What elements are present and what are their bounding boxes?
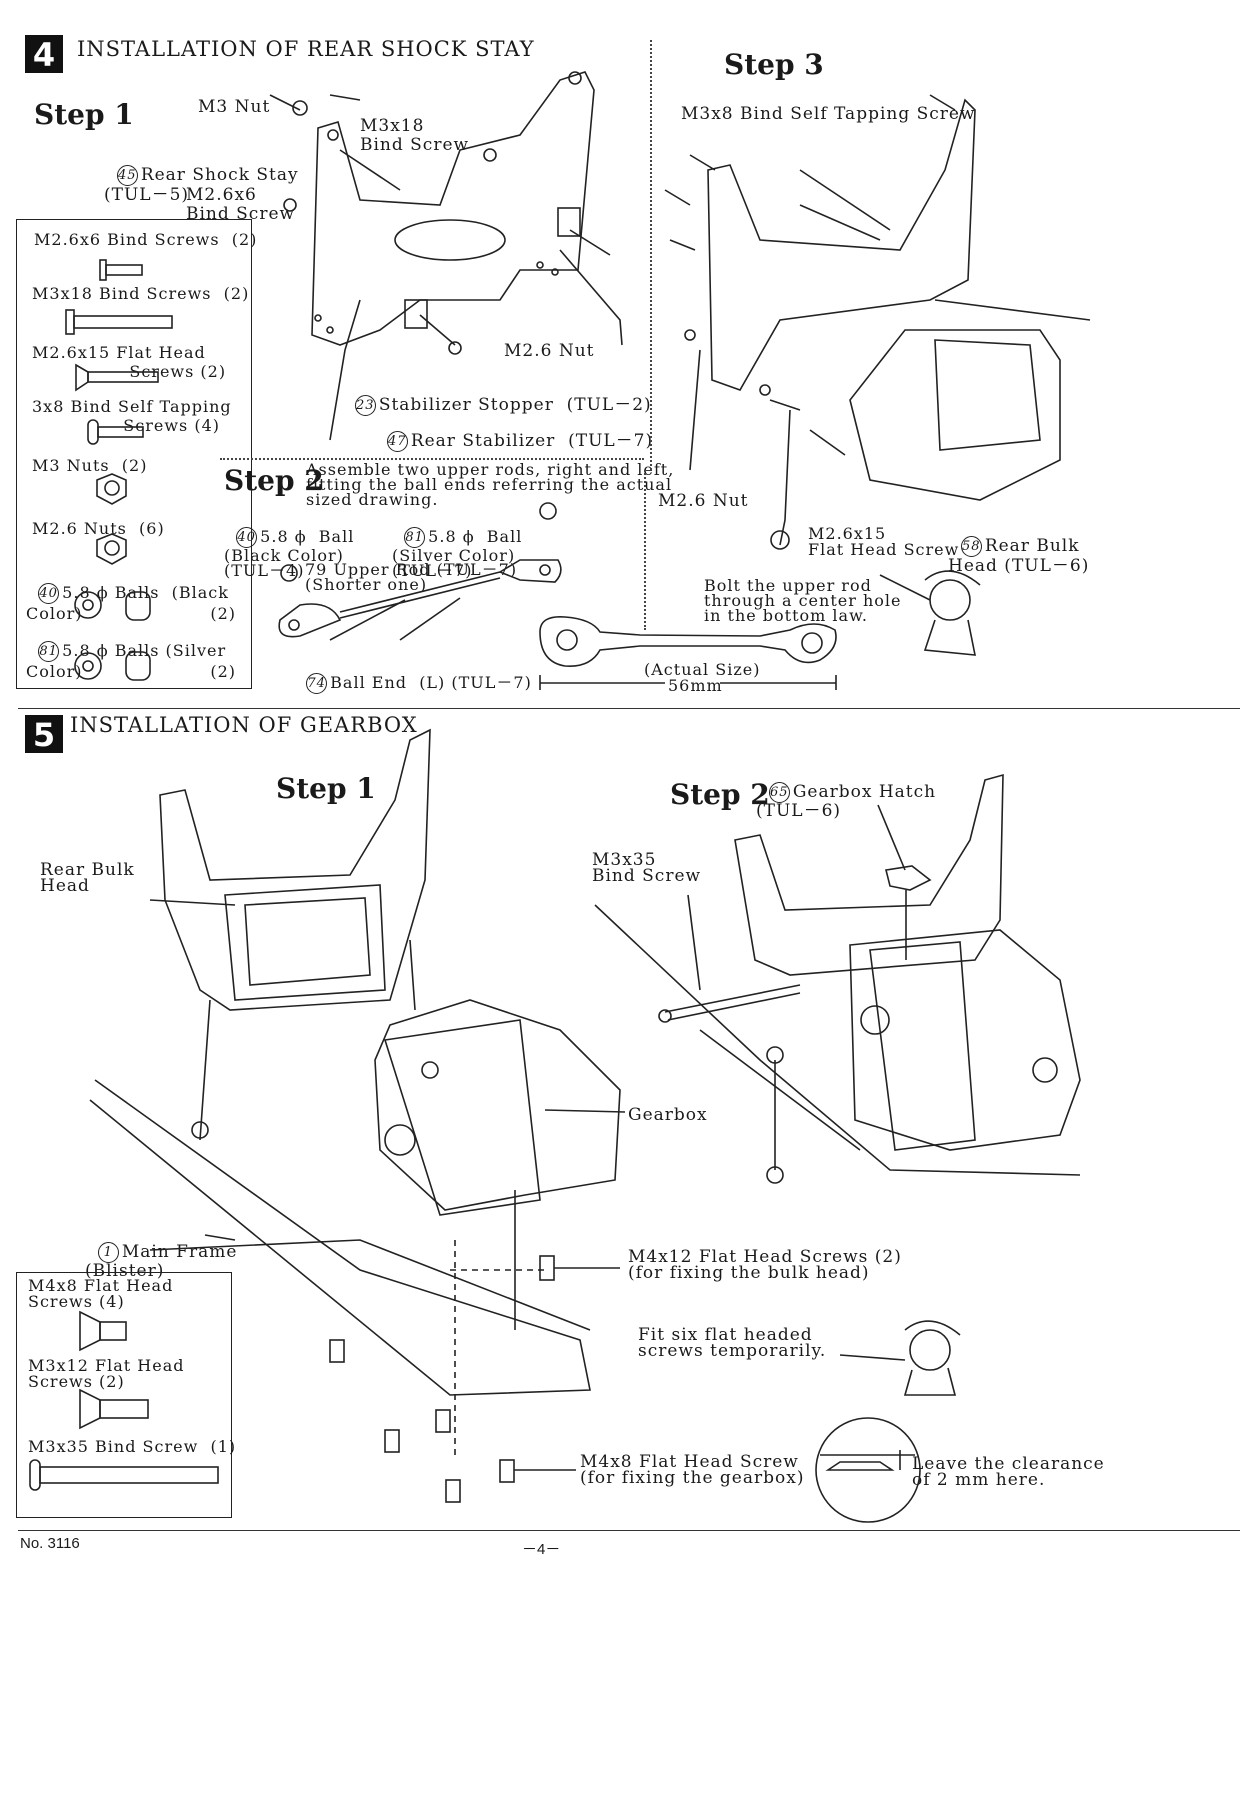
part-m3x35: M3x35 Bind Screw (1) [28, 1437, 237, 1456]
part-num-74: 74 [306, 673, 328, 694]
parts-box-icons [65, 259, 173, 681]
part-m3x12: M3x12 Flat Head Screws (2) [28, 1356, 185, 1391]
kid-mascot-icon [879, 570, 981, 656]
part-m26x15: M2.6x15 Flat Head Screws (2) [32, 343, 227, 381]
sec5-parts-icons [29, 1310, 219, 1491]
upper-rod-drawing [278, 502, 562, 641]
step2-divider [220, 458, 644, 460]
label-clearance: Leave the clearance of 2 mm here. [912, 1454, 1105, 1490]
label-m4x8-screw: M4x8 Flat Head Screw (for fixing the gea… [580, 1452, 805, 1488]
label-gearbox: Gearbox [628, 1105, 708, 1125]
ball-black-text: 5.8 ϕ Ball (Black Color) (TUL－4) [224, 527, 355, 580]
doc-number: No. 3116 [20, 1535, 80, 1552]
section-5-title: INSTALLATION OF GEARBOX [70, 713, 418, 737]
label-step3-flat: M2.6x15 Flat Head Screw [808, 524, 960, 559]
label-m3x18: M3x18 Bind Screw [360, 116, 470, 155]
actual-size-rod [539, 615, 837, 690]
label-m3-nut: M3 Nut [198, 97, 271, 117]
bulk-text: Rear Bulk Head (TUL－6) [948, 536, 1090, 576]
footer-rule [18, 1530, 1240, 1531]
part-m26-nuts: M2.6 Nuts (6) [32, 519, 165, 538]
label-step3-screw: M3x8 Bind Self Tapping Screw [681, 104, 976, 124]
label-fit-six: Fit six flat headed screws temporarily. [638, 1325, 827, 1361]
section-divider [18, 708, 1240, 709]
label-actual-size: (Actual Size) [644, 660, 761, 679]
label-step3-nut: M2.6 Nut [658, 491, 749, 511]
label-rear-bulk-head: Rear Bulk Head [40, 860, 135, 896]
sec4-step2-title: Step 2 [224, 464, 324, 497]
part-m3-nuts: M3 Nuts (2) [32, 456, 148, 475]
rear-shock-stay-text: Rear Shock Stay (TUL－5) [104, 165, 299, 205]
label-m4x12: M4x12 Flat Head Screws (2) (for fixing t… [628, 1247, 902, 1283]
sec5-step2-title: Step 2 [670, 778, 770, 811]
label-56mm: 56mm [668, 676, 723, 695]
section-4-title: INSTALLATION OF REAR SHOCK STAY [77, 37, 535, 61]
stabilizer-text: Rear Stabilizer (TUL－7) [410, 431, 654, 451]
ball-end-text: Ball End (L) (TUL－7) [330, 673, 532, 692]
silver-balls-text: 5.8 ϕ Balls (Silver Color) (2) [26, 641, 236, 681]
sec4-step1-title: Step 1 [34, 98, 134, 131]
part-num-47: 47 [386, 431, 408, 452]
page-number: －4－ [522, 1541, 561, 1558]
step2-instruction: Assemble two upper rods, right and left,… [306, 460, 675, 509]
step3-tip: Bolt the upper rod through a center hole… [704, 576, 902, 625]
gearbox-hatch-text: Gearbox Hatch (TUL－6) [756, 782, 937, 821]
ball-silver-text: 5.8 ϕ Ball (Silver Color) (TUL－7) [392, 527, 523, 580]
label-m26-nut: M2.6 Nut [504, 341, 595, 361]
part-3x8: 3x8 Bind Self Tapping Screws (4) [32, 397, 232, 435]
sec5-step1-title: Step 1 [276, 772, 376, 805]
sec4-parts-box [16, 219, 252, 689]
label-m26x6: M2.6x6 Bind Screw [186, 185, 296, 224]
part-num-23: 23 [354, 395, 376, 416]
step3-divider [650, 40, 652, 470]
step3-divider-lower [644, 470, 646, 630]
sec5-parts-box [16, 1272, 232, 1518]
label-m3x35-bind: M3x35 Bind Screw [592, 850, 702, 886]
stopper-text: Stabilizer Stopper (TUL－2) [378, 395, 652, 415]
section-5-badge: 5 [25, 715, 63, 754]
part-m4x8: M4x8 Flat Head Screws (4) [28, 1276, 174, 1311]
step3-drawing [664, 94, 1091, 550]
section-4-badge: 4 [25, 35, 63, 74]
sec4-step3-title: Step 3 [724, 48, 824, 81]
part-m26x6: M2.6x6 Bind Screws (2) [34, 230, 258, 249]
part-m3x18: M3x18 Bind Screws (2) [32, 284, 250, 303]
